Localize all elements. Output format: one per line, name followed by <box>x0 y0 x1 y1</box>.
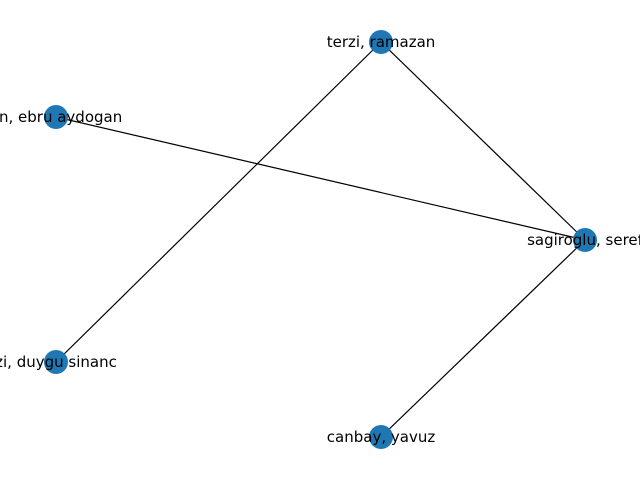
node-ebru-aydogan <box>44 105 68 129</box>
graph-nodes <box>44 30 597 449</box>
node-label-canbay-yavuz: canbay, yavuz <box>327 428 436 446</box>
edge-sagiroglu-seref--canbay-yavuz <box>380 239 586 438</box>
edge-ebru-aydogan--sagiroglu-seref <box>55 116 586 241</box>
node-label-duygu-sinanc: zi, duygu sinanc <box>0 353 117 371</box>
graph-edges <box>55 41 586 438</box>
node-label-ebru-aydogan: an, ebru aydogan <box>0 108 122 126</box>
node-label-terzi-ramazan: terzi, ramazan <box>327 33 436 51</box>
node-label-sagiroglu-seref: sagiroglu, seref <box>527 231 640 249</box>
graph-labels: terzi, ramazan an, ebru aydogan sagiroglu,… <box>0 33 640 446</box>
node-canbay-yavuz <box>369 425 393 449</box>
node-duygu-sinanc <box>44 350 68 374</box>
node-sagiroglu-seref <box>573 228 597 252</box>
node-terzi-ramazan <box>369 30 393 54</box>
edge-terzi-ramazan--duygu-sinanc <box>55 41 382 363</box>
edge-terzi-ramazan--sagiroglu-seref <box>380 41 586 241</box>
